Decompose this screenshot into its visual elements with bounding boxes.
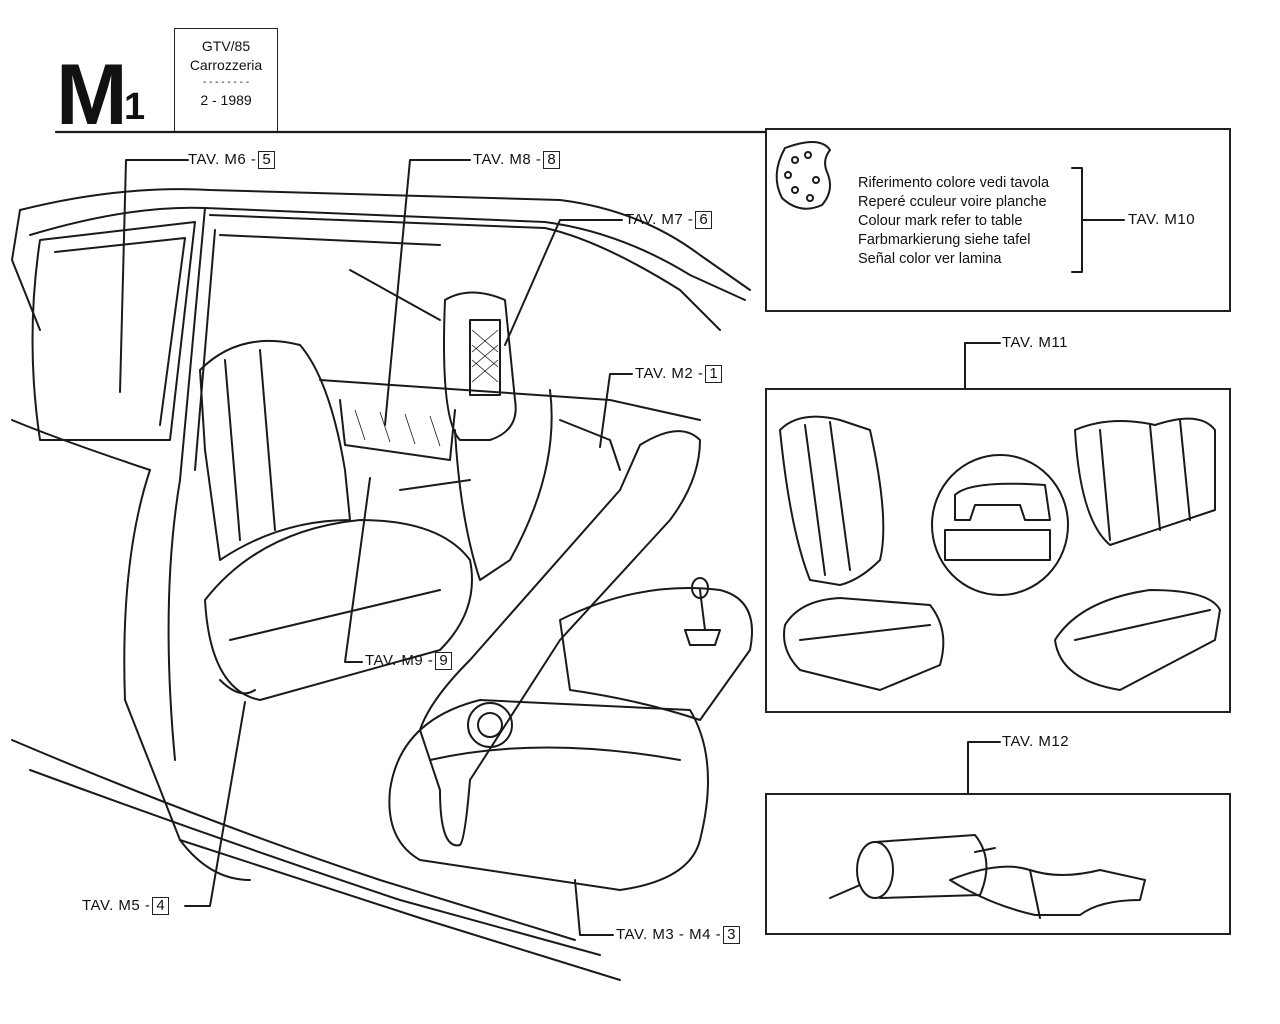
section-label: Carrozzeria [189, 57, 263, 73]
page-title-subscript: 1 [124, 86, 146, 128]
callout-tav-m3-m4: TAV. M3 - M4 -3 [616, 926, 740, 944]
callout-tav-m5: TAV. M5 -4 [82, 897, 170, 915]
materials-panel [765, 793, 1231, 935]
color-ref-line-it: Riferimento colore vedi tavola [858, 175, 1050, 191]
header-divider: - - - - - - - - [202, 77, 250, 88]
callout-tav-m2: TAV. M2 -1 [635, 365, 723, 383]
color-reference-panel [765, 128, 1231, 312]
color-ref-table-label: TAV. M10 [1128, 211, 1196, 228]
date-label: 2 - 1989 [200, 92, 252, 108]
callout-tav-m7: TAV. M7 -6 [625, 211, 713, 229]
color-ref-line-es: Señal color ver lamina [858, 251, 1002, 267]
color-ref-line-en: Colour mark refer to table [858, 213, 1023, 229]
seat-upholstery-panel [765, 388, 1231, 713]
tav-m12-label: TAV. M12 [1002, 733, 1070, 750]
callout-tav-m8: TAV. M8 -8 [473, 151, 561, 169]
tav-m11-label: TAV. M11 [1002, 334, 1068, 351]
color-ref-line-fr: Reperé cculeur voire planche [858, 194, 1047, 210]
model-label: GTV/85 [201, 38, 251, 54]
page-title: M [56, 47, 128, 143]
color-ref-line-de: Farbmarkierung siehe tafel [858, 232, 1031, 248]
callout-tav-m9: TAV. M9 -9 [365, 652, 453, 670]
callout-tav-m6: TAV. M6 -5 [188, 151, 276, 169]
